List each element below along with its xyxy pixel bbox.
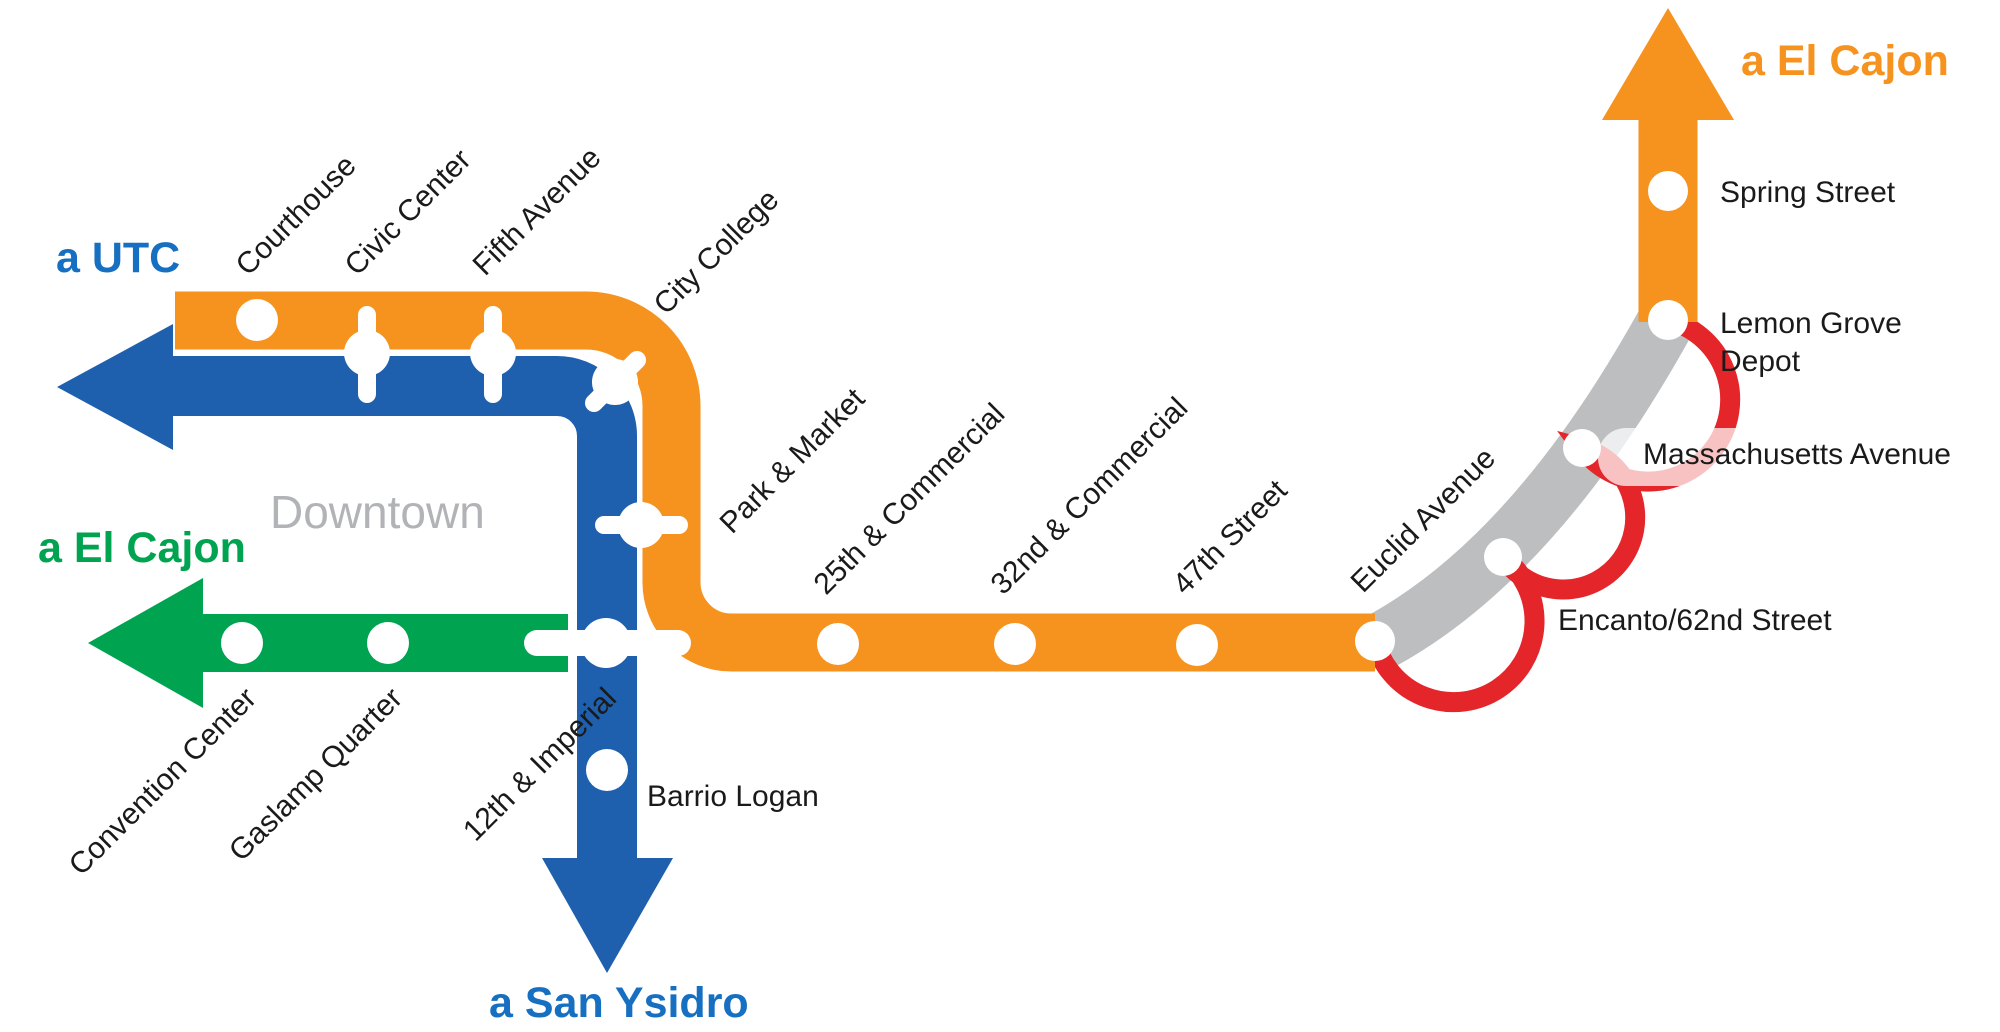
station-label-lemon-grove-line2: Depot xyxy=(1720,345,1801,378)
station-label-park-market: Park & Market xyxy=(714,382,872,540)
station-dot-twelfth-imperial xyxy=(581,618,631,668)
station-dot-47th-street xyxy=(1176,624,1218,666)
station-dot-euclid-avenue xyxy=(1355,621,1395,661)
station-dot-civic-center xyxy=(344,330,390,376)
blue-arrow-down-san-ysidro xyxy=(542,858,673,973)
terminal-label-utc: a UTC xyxy=(56,234,180,282)
station-dot-park-market xyxy=(618,502,664,548)
station-label-encanto: Encanto/62nd Street xyxy=(1558,604,1832,637)
station-dot-convention-center xyxy=(221,622,263,664)
station-dot-courthouse xyxy=(236,299,278,341)
station-label-47th-street: 47th Street xyxy=(1167,473,1295,601)
station-label-spring-street: Spring Street xyxy=(1720,176,1896,209)
closed-segment-gray-band xyxy=(1362,304,1694,670)
green-arrow-left-el-cajon xyxy=(88,578,203,708)
blue-arrow-left-utc xyxy=(57,324,173,450)
station-dot-barrio-logan xyxy=(586,749,628,791)
station-dot-massachusetts xyxy=(1563,429,1601,467)
station-dot-city-college xyxy=(592,359,638,405)
station-dot-gaslamp-quarter xyxy=(367,622,409,664)
station-label-massachusetts: Massachusetts Avenue xyxy=(1643,438,1951,471)
station-label-fifth-avenue: Fifth Avenue xyxy=(467,141,608,282)
station-dot-25th-commercial xyxy=(817,623,859,665)
station-label-civic-center: Civic Center xyxy=(339,143,478,282)
station-dot-lemon-grove xyxy=(1648,300,1688,340)
station-label-lemon-grove-line1: Lemon Grove xyxy=(1720,307,1902,340)
station-markers xyxy=(221,171,1688,791)
massachusetts-label-halo xyxy=(1598,428,1990,486)
orange-arrow-up-el-cajon xyxy=(1602,8,1734,120)
station-dot-fifth-avenue xyxy=(470,330,516,376)
station-dot-encanto xyxy=(1484,538,1522,576)
orange-line-path xyxy=(175,291,1375,672)
terminal-label-el-cajon-orange: a El Cajon xyxy=(1741,37,1949,85)
station-dot-spring-street xyxy=(1648,171,1688,211)
station-label-32nd-commercial: 32nd & Commercial xyxy=(985,391,1195,601)
terminal-label-san-ysidro: a San Ysidro xyxy=(489,979,749,1027)
station-dot-32nd-commercial xyxy=(994,623,1036,665)
downtown-area-label: Downtown xyxy=(270,486,485,538)
station-label-city-college: City College xyxy=(648,183,786,321)
terminal-label-el-cajon-green: a El Cajon xyxy=(38,524,246,572)
station-label-barrio-logan: Barrio Logan xyxy=(647,780,819,813)
